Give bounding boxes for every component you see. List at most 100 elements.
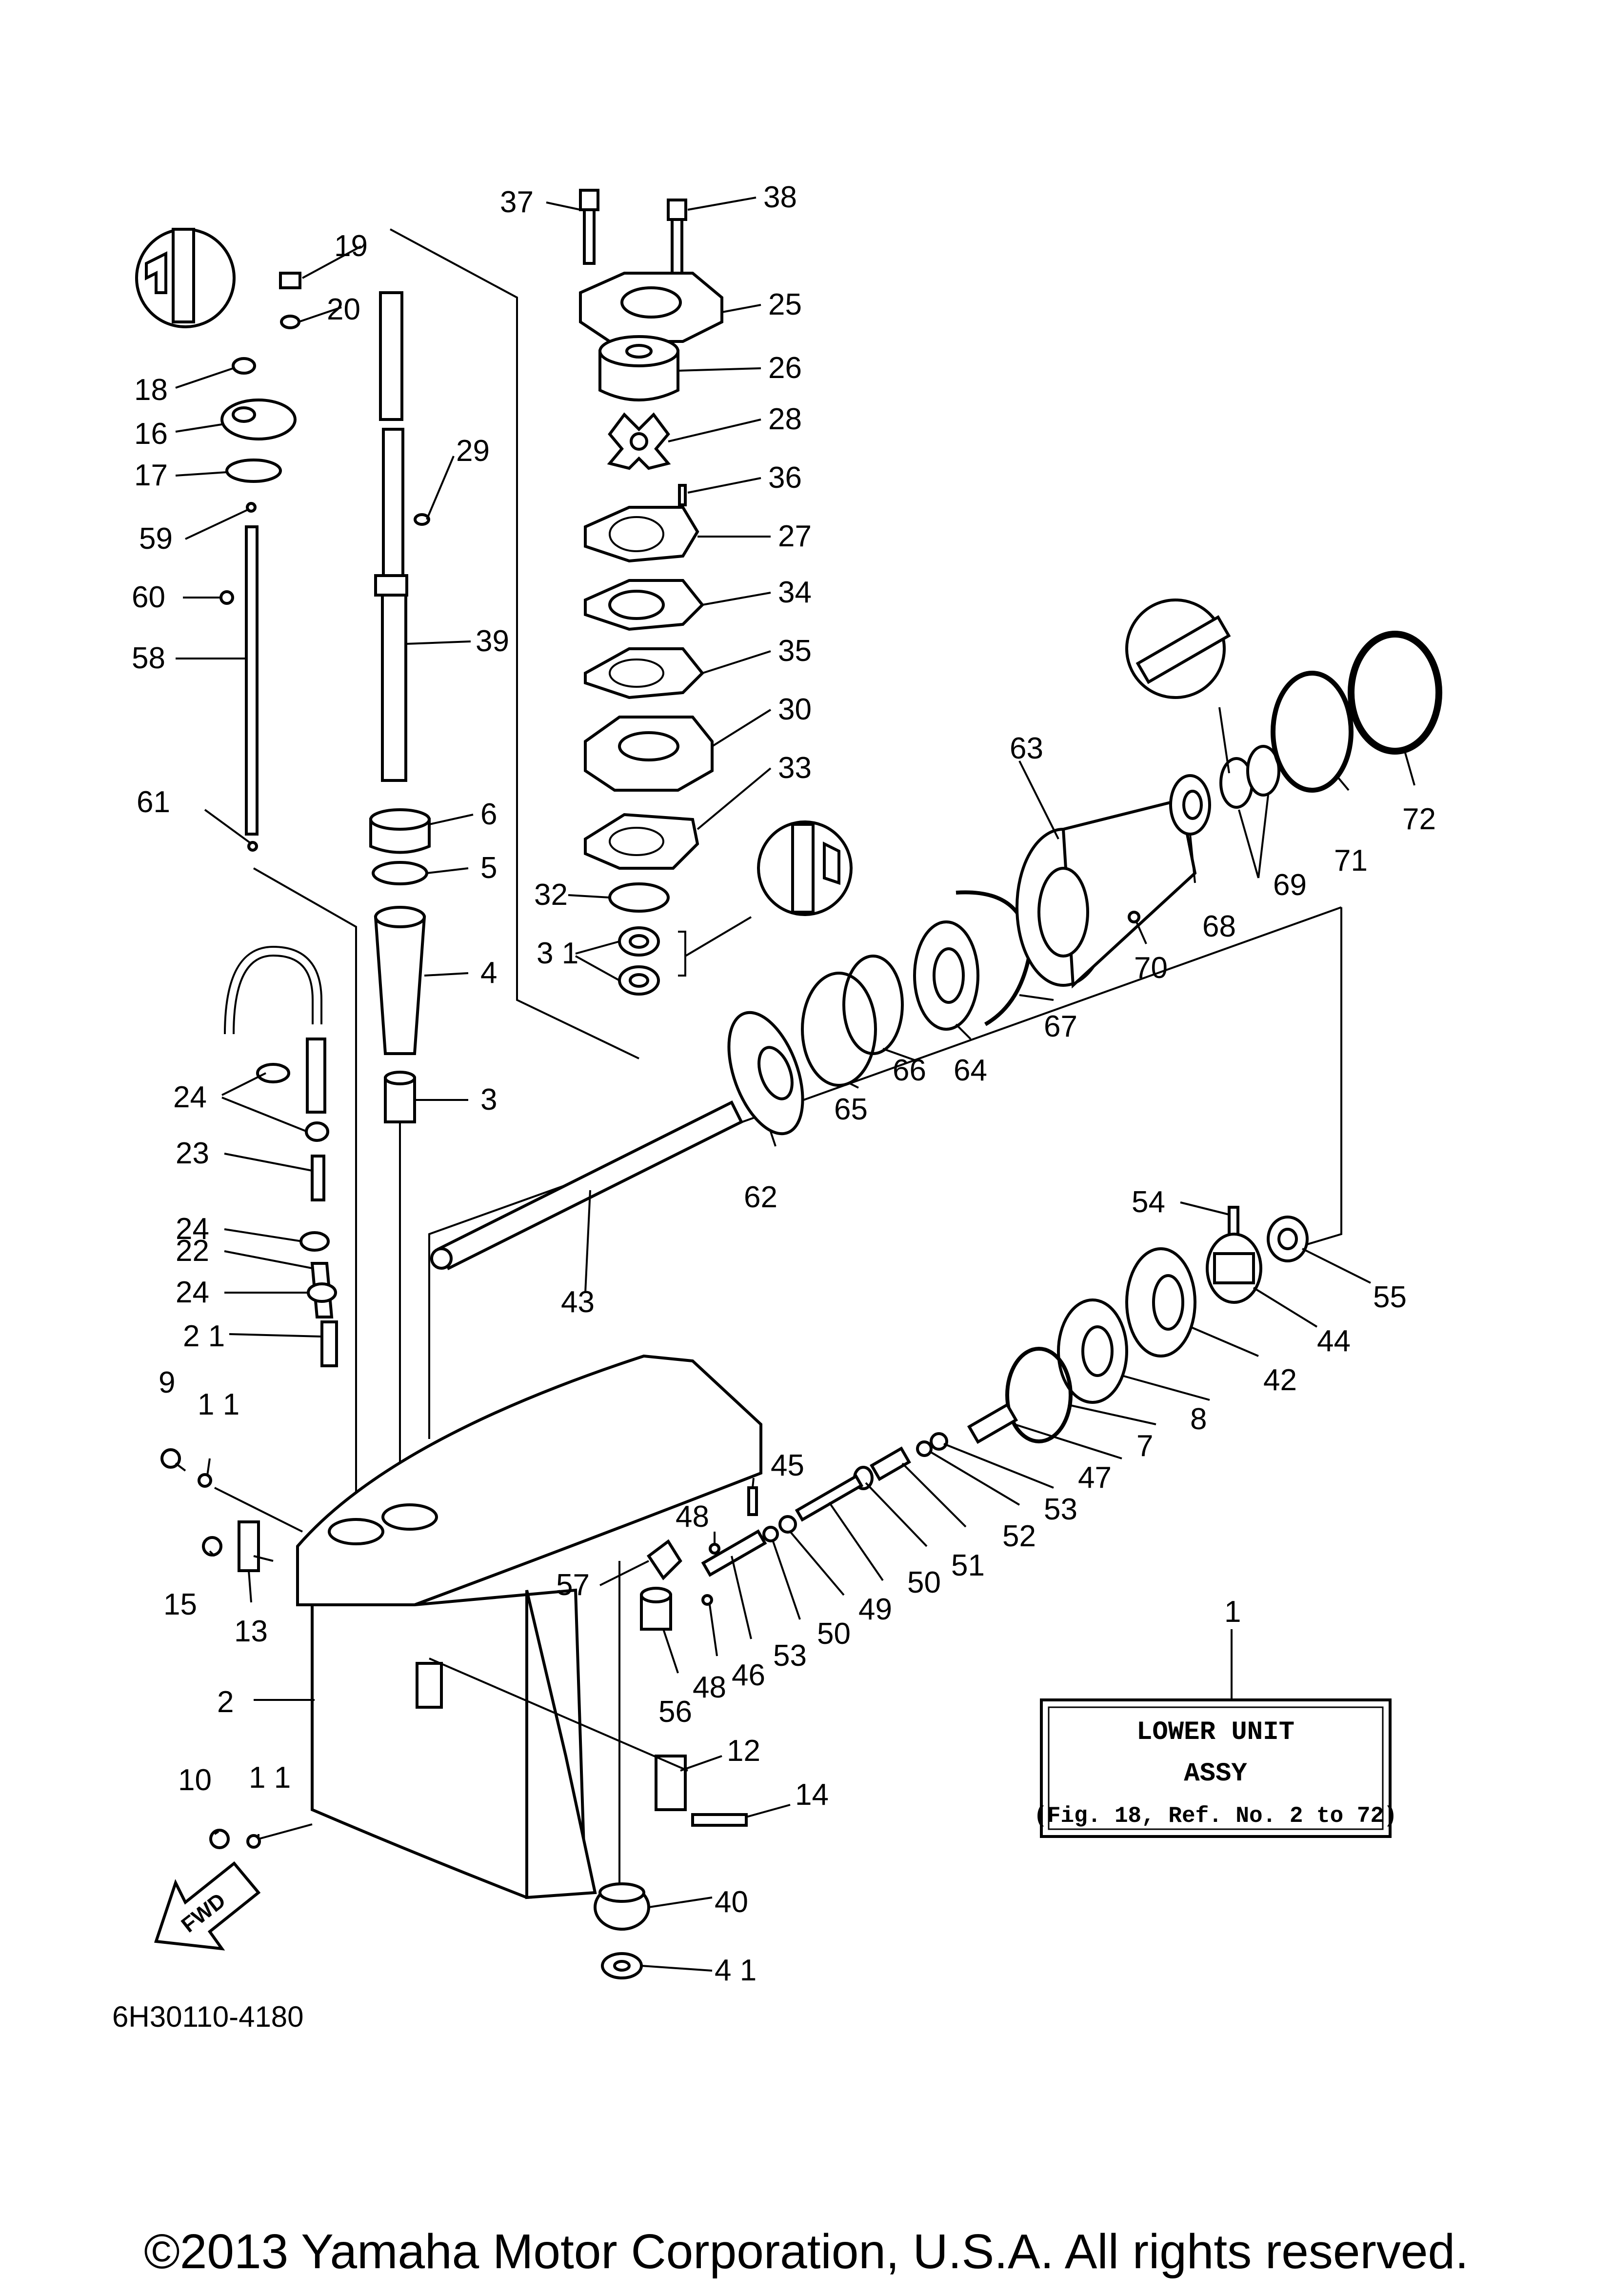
callout-55: 55	[1373, 1280, 1407, 1314]
washer-53b	[762, 1526, 779, 1542]
assembly-guide-lines	[253, 228, 1342, 1902]
spring-23	[311, 1155, 325, 1201]
spring-55	[1267, 1216, 1309, 1262]
callout-40: 40	[715, 1885, 748, 1919]
callout-6: 6	[480, 798, 497, 831]
screw-15	[202, 1536, 222, 1557]
spring-51	[870, 1446, 911, 1481]
callout-26: 26	[768, 351, 802, 385]
gasket-35	[584, 647, 705, 699]
callout-45: 45	[771, 1449, 804, 1482]
bearing-3	[384, 1071, 416, 1123]
detail-circle-upper-left	[135, 228, 236, 328]
o-ring-17	[225, 459, 282, 483]
detail-circle-middle	[757, 820, 853, 916]
callout-8: 8	[1190, 1402, 1207, 1436]
callout-20: 20	[327, 293, 360, 326]
o-ring-32	[608, 882, 670, 913]
callout-2: 2	[217, 1685, 234, 1719]
plate-34	[584, 579, 705, 631]
callout-69: 69	[1273, 868, 1307, 902]
shift-rod-58	[245, 525, 259, 836]
clamp-24c	[307, 1282, 337, 1303]
callout-68: 68	[1202, 910, 1236, 943]
callout-27: 27	[778, 519, 812, 553]
impeller-28	[607, 412, 671, 470]
propeller-shaft-43	[430, 1100, 744, 1271]
seal-6	[369, 808, 431, 854]
callout-65: 65	[834, 1093, 868, 1126]
callout-50b: 50	[817, 1617, 851, 1651]
washer-5	[372, 861, 428, 885]
assy-box-line3: (Fig. 18, Ref. No. 2 to 72)	[1034, 1803, 1397, 1829]
callout-17: 17	[134, 459, 168, 492]
copyright-notice: ©2013 Yamaha Motor Corporation, U.S.A. A…	[144, 2224, 1469, 2279]
callout-7: 7	[1136, 1429, 1153, 1463]
callout-22: 22	[176, 1234, 209, 1268]
assy-box-line2: ASSY	[1184, 1759, 1247, 1789]
callout-9: 9	[159, 1366, 175, 1399]
bearing-8	[1057, 1298, 1128, 1404]
callout-52: 52	[1002, 1519, 1036, 1553]
callout-46: 46	[732, 1658, 765, 1692]
pin-36	[678, 484, 687, 506]
callout-1: 1	[1224, 1595, 1241, 1629]
shim-7	[1005, 1347, 1073, 1443]
callout-42: 42	[1263, 1363, 1297, 1397]
callout-62: 62	[744, 1180, 777, 1214]
detail-circle-right	[1125, 599, 1231, 699]
bolt-19	[279, 272, 301, 289]
callout-13: 13	[234, 1615, 268, 1648]
callout-47: 47	[1078, 1461, 1112, 1495]
clip-61	[247, 841, 258, 852]
callout-33: 33	[778, 751, 812, 785]
callout-24c: 24	[176, 1276, 209, 1309]
callout-21: 2 1	[183, 1319, 225, 1353]
ball-48a	[709, 1543, 720, 1555]
callout-19: 19	[334, 229, 368, 263]
assy-info-box: LOWER UNIT ASSY (Fig. 18, Ref. No. 2 to …	[1034, 1698, 1397, 1838]
callout-60: 60	[132, 580, 165, 614]
reverse-gear-42	[1125, 1247, 1196, 1358]
callout-15: 15	[163, 1588, 197, 1621]
callout-5: 5	[480, 851, 497, 885]
trim-tab-12	[655, 1755, 687, 1811]
collar-60	[219, 590, 234, 605]
gasket-11a	[198, 1473, 212, 1488]
callout-53b: 53	[773, 1639, 807, 1673]
washer-66	[842, 955, 904, 1055]
callout-11b: 1 1	[249, 1761, 291, 1795]
callout-4: 4	[480, 956, 497, 990]
gasket-11b	[246, 1834, 261, 1849]
fwd-arrow-icon: FWD	[154, 1861, 261, 1951]
clamp-24a	[256, 1063, 329, 1142]
gasket-33	[584, 813, 699, 870]
callout-61: 61	[137, 785, 170, 819]
washer-50b	[778, 1515, 797, 1534]
callout-67: 67	[1044, 1010, 1077, 1043]
forward-gear-62	[727, 1011, 804, 1136]
clutch-reverse-parts	[594, 1206, 1309, 1979]
washer-52	[916, 1440, 933, 1457]
ring-nut-72	[1348, 631, 1442, 755]
insert-cartridge-26	[598, 335, 679, 401]
diagram-code: 6H30110-4180	[112, 2000, 304, 2033]
oil-seals-31	[618, 926, 660, 996]
needle-bearing-68	[1169, 774, 1211, 836]
leader-lines	[175, 197, 1415, 1972]
housing-30	[584, 716, 714, 792]
drive-shaft-parts	[369, 291, 431, 1123]
callout-58: 58	[132, 641, 165, 675]
oil-seals-69	[1219, 745, 1280, 809]
gasket-27	[584, 506, 699, 563]
callout-63: 63	[1010, 732, 1043, 765]
bolt-38	[667, 199, 687, 275]
cam-rod-46	[701, 1529, 767, 1577]
washer-71	[1271, 671, 1354, 793]
anode-13	[238, 1520, 260, 1572]
clip-59	[246, 502, 257, 513]
callout-70: 70	[1134, 951, 1168, 985]
callout-12: 12	[727, 1734, 760, 1768]
plunger-49	[795, 1474, 864, 1522]
callout-71: 71	[1334, 844, 1368, 878]
